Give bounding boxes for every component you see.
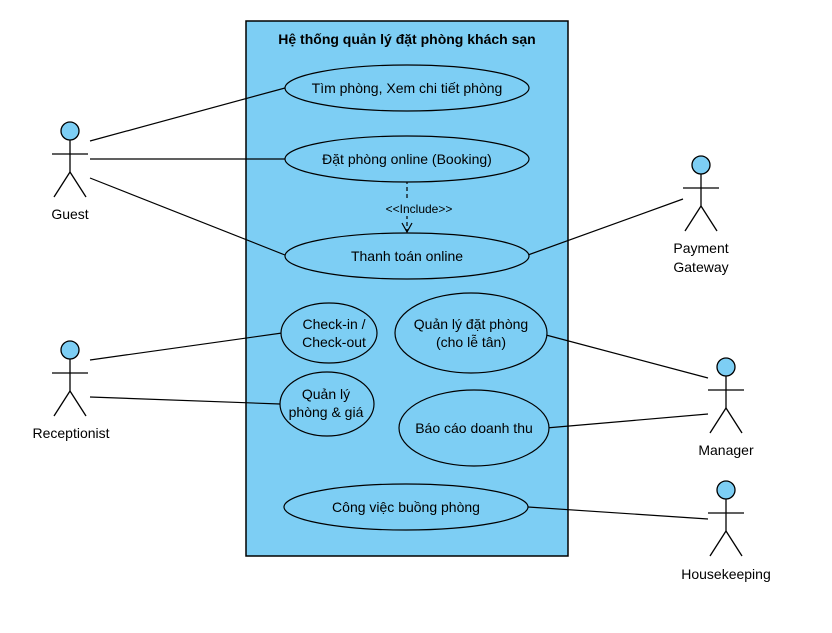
use-case-booking[interactable]: Đặt phòng online (Booking) [284, 135, 530, 183]
assoc-receptionist-roomprice [89, 396, 281, 405]
actor-payment-head [691, 155, 711, 175]
use-case-housekeeping-label: Công việc buồng phòng [332, 499, 480, 515]
actor-housekeeping-leg-left [709, 530, 727, 557]
actor-housekeeping[interactable] [708, 480, 744, 557]
actor-manager[interactable] [708, 357, 744, 434]
use-case-managebooking-shape [394, 292, 548, 374]
use-case-checkin-shape [280, 302, 378, 364]
use-case-housekeeping-shape [283, 483, 529, 531]
use-case-roomprice-line2: phòng & giá [289, 404, 364, 420]
use-case-roomprice-shape [279, 371, 375, 437]
actor-housekeeping-leg-right [725, 530, 743, 557]
actor-payment-gateway[interactable] [683, 155, 719, 232]
actor-payment-label-line1: Payment [673, 240, 728, 256]
assoc-manager-managebooking [545, 334, 709, 379]
actor-guest[interactable] [52, 121, 88, 198]
actor-manager-leg-left [709, 407, 727, 434]
assoc-guest-search [89, 87, 286, 142]
use-case-search-shape [284, 64, 530, 112]
actor-receptionist-leg-left [53, 390, 71, 417]
use-case-payment[interactable]: Thanh toán online [284, 232, 530, 280]
assoc-housekeeping-work [527, 506, 709, 520]
include-label-bg [372, 200, 444, 216]
actor-manager-leg-right [725, 407, 743, 434]
actor-manager-head [716, 357, 736, 377]
actor-payment-label-line2: Gateway [673, 259, 728, 275]
actor-housekeeping-head [716, 480, 736, 500]
actor-guest-head [60, 121, 80, 141]
use-case-payment-label: Thanh toán online [351, 248, 463, 264]
use-case-revenue-report[interactable]: Báo cáo doanh thu [398, 389, 550, 467]
actor-payment-leg-left [684, 205, 702, 232]
use-case-payment-shape [284, 232, 530, 280]
use-case-revenue-label: Báo cáo doanh thu [415, 420, 533, 436]
actor-guest-leg-right [69, 171, 87, 198]
use-case-managebooking-line1: Quản lý đặt phòng [414, 316, 528, 332]
assoc-manager-revenue [545, 413, 709, 429]
assoc-payment-gateway [527, 198, 684, 256]
assoc-guest-payment [89, 177, 286, 256]
use-case-booking-shape [284, 135, 530, 183]
actor-manager-label: Manager [698, 442, 754, 458]
actor-guest-leg-left [53, 171, 71, 198]
include-label: <<Include>> [386, 202, 453, 216]
use-case-manage-booking[interactable]: Quản lý đặt phòng (cho lễ tân) [394, 292, 548, 374]
use-case-revenue-shape [398, 389, 550, 467]
use-case-checkin-checkout[interactable]: Check-in / Check-out [280, 302, 378, 364]
use-case-search-label: Tìm phòng, Xem chi tiết phòng [312, 80, 503, 96]
system-title: Hệ thống quản lý đặt phòng khách sạn [278, 31, 535, 47]
use-case-housekeeping-work[interactable]: Công việc buồng phòng [283, 483, 529, 531]
use-case-managebooking-line2: (cho lễ tân) [436, 334, 506, 350]
actor-receptionist-head [60, 340, 80, 360]
use-case-search[interactable]: Tìm phòng, Xem chi tiết phòng [284, 64, 530, 112]
use-case-room-price[interactable]: Quản lý phòng & giá [279, 371, 375, 437]
use-case-checkin-line1: Check-in / [302, 316, 365, 332]
actor-receptionist[interactable] [52, 340, 88, 417]
actor-housekeeping-label: Housekeeping [681, 566, 771, 582]
actor-receptionist-leg-right [69, 390, 87, 417]
use-case-checkin-line2: Check-out [302, 334, 366, 350]
actor-payment-leg-right [700, 205, 718, 232]
association-lines [89, 87, 709, 520]
use-case-roomprice-line1: Quản lý [302, 386, 350, 402]
actor-guest-label: Guest [51, 206, 88, 222]
actor-receptionist-label: Receptionist [32, 425, 109, 441]
use-case-booking-label: Đặt phòng online (Booking) [322, 151, 492, 167]
assoc-receptionist-checkin [89, 332, 283, 361]
